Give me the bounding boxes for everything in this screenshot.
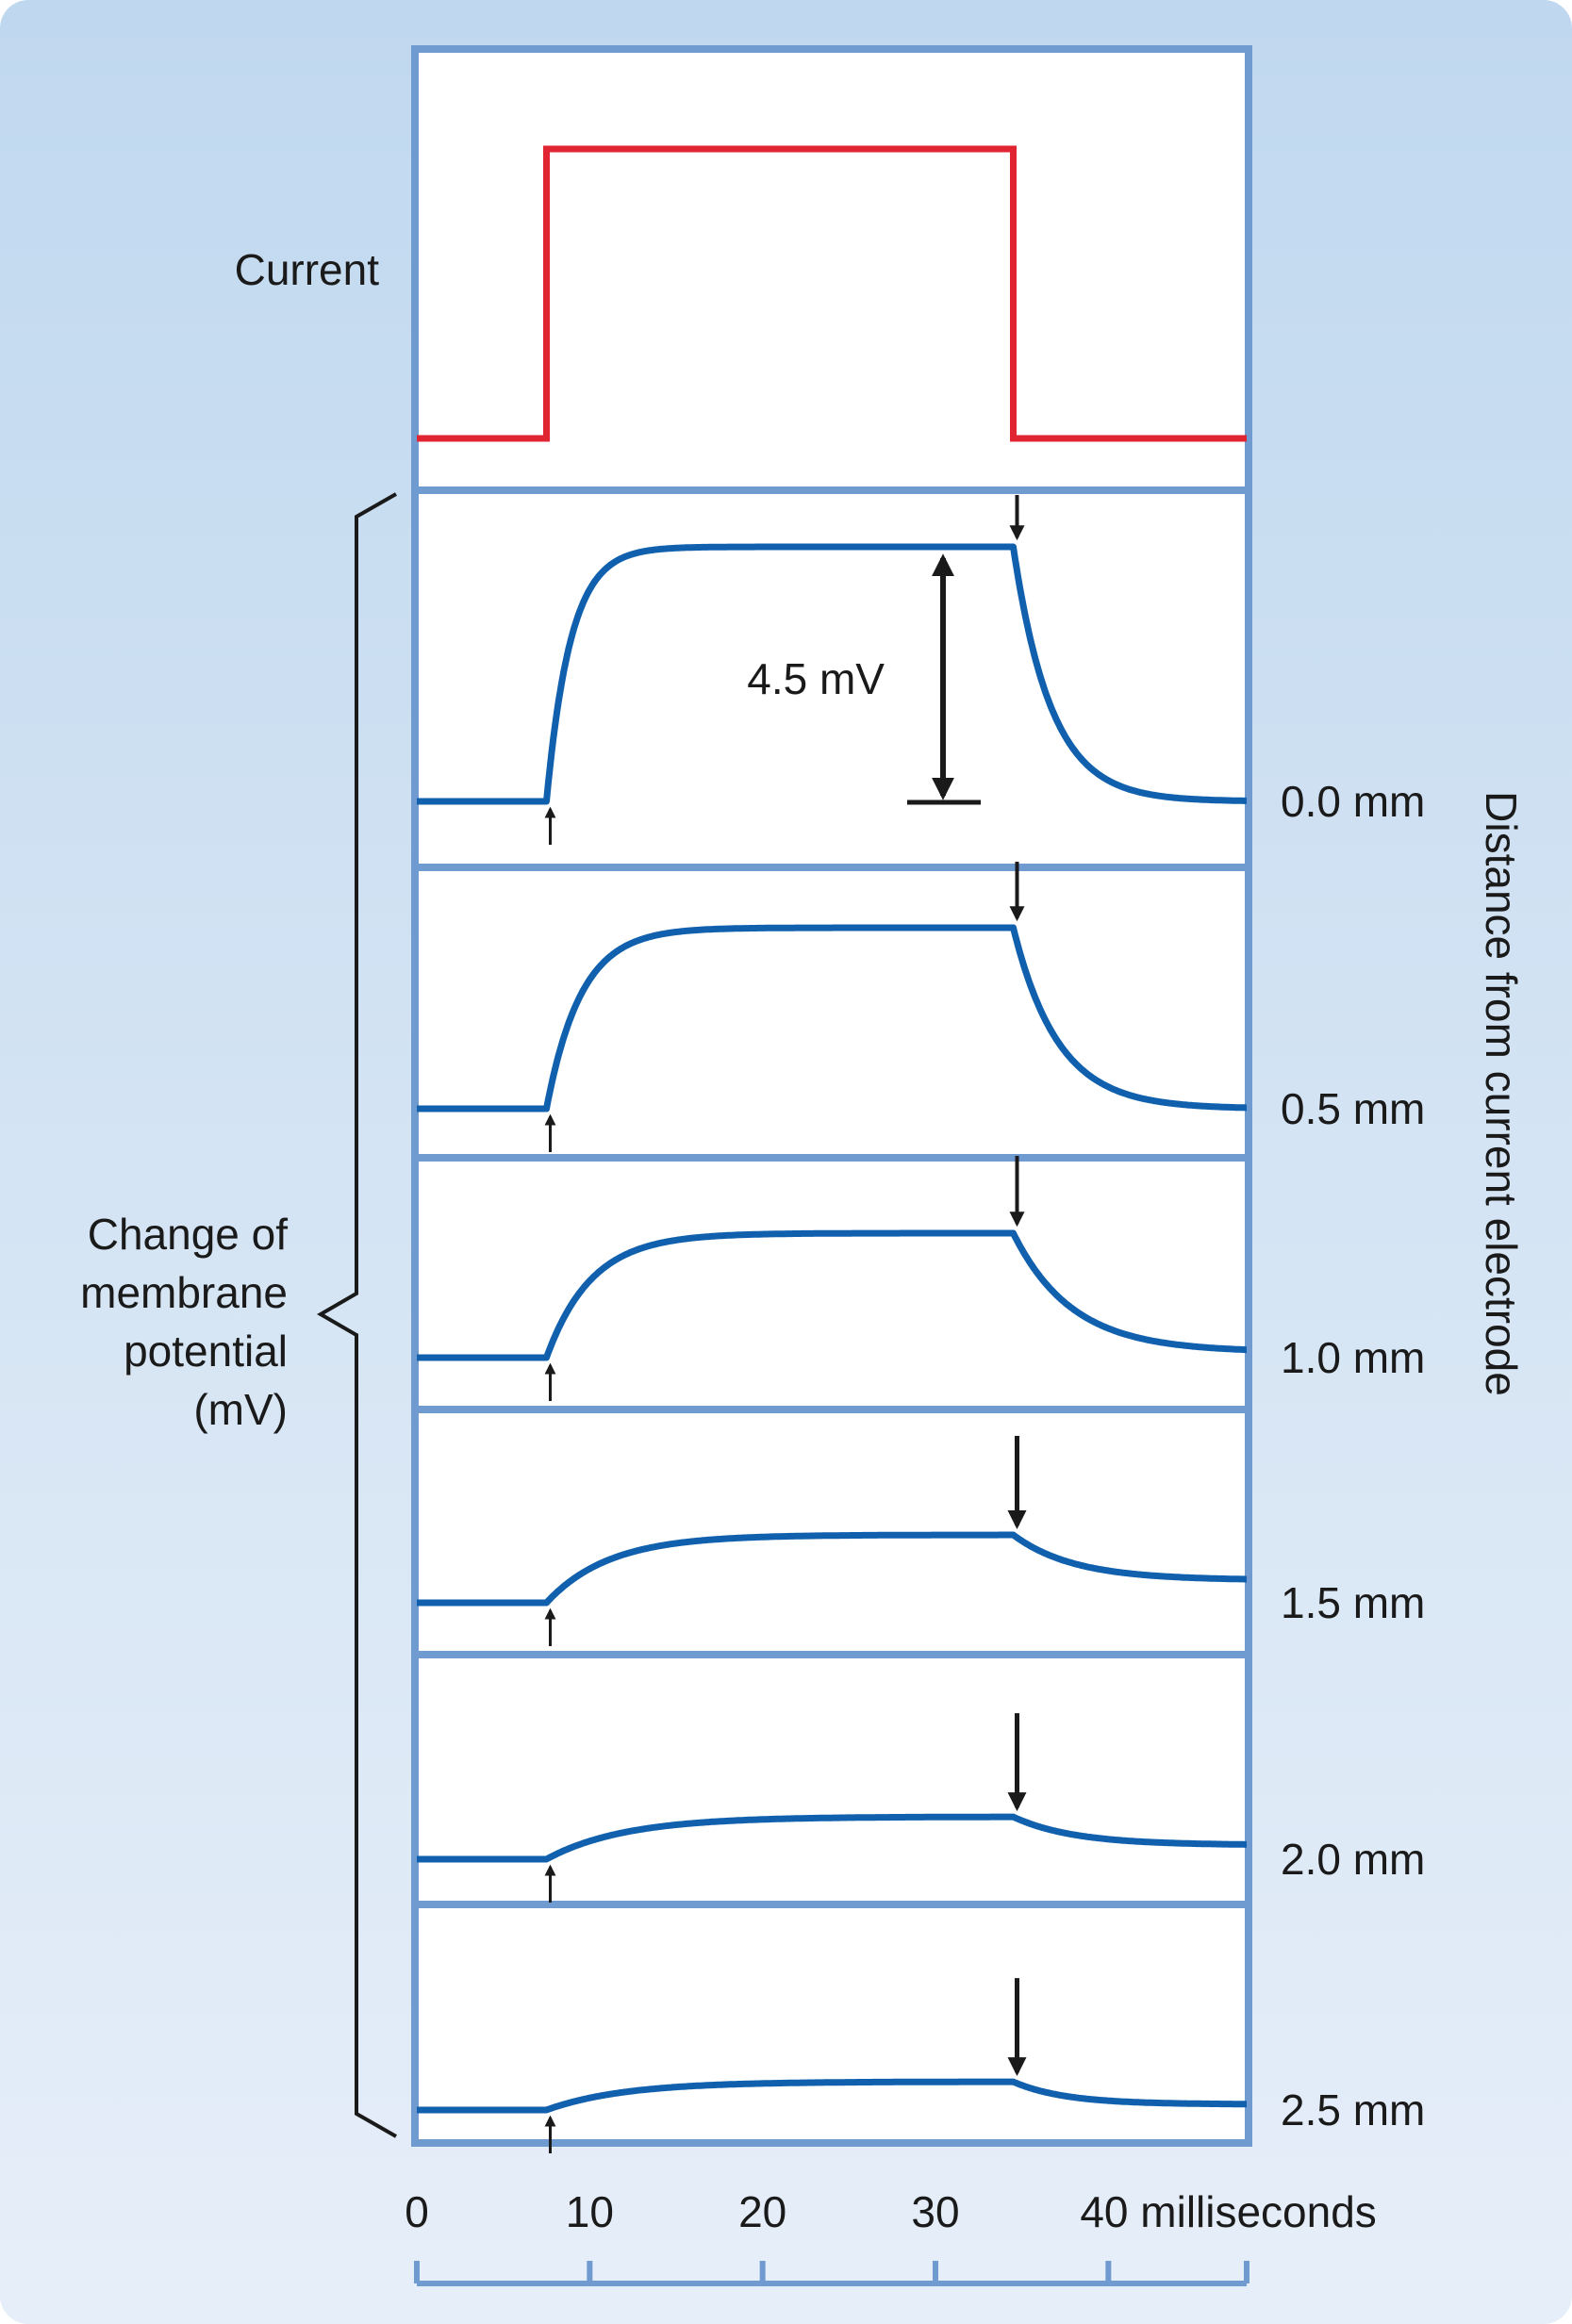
x-tick-label-2: 20 bbox=[738, 2187, 786, 2236]
potential-trace-3 bbox=[415, 1229, 1249, 1361]
potential-trace-1 bbox=[415, 543, 1249, 805]
distance-labels: 0.0 mm 0.5 mm 1.0 mm 1.5 mm 2.0 mm 2.5 mm bbox=[1281, 777, 1425, 2134]
panel-frame bbox=[411, 45, 1252, 2147]
x-tick-label-0: 0 bbox=[405, 2187, 429, 2236]
potential-trace-2 bbox=[415, 924, 1249, 1113]
current-label: Current bbox=[235, 245, 380, 294]
x-tick-label-4: 40 milliseconds bbox=[1080, 2187, 1376, 2236]
current-trace bbox=[417, 145, 1247, 442]
right-axis-label: Distance from current electrode bbox=[1477, 791, 1526, 1396]
brace bbox=[317, 492, 397, 2138]
x-tick-label-3: 30 bbox=[911, 2187, 959, 2236]
distance-label-2: 0.5 mm bbox=[1281, 1084, 1425, 1133]
distance-label-1: 0.0 mm bbox=[1281, 777, 1425, 826]
ylabel-line-2: membrane bbox=[80, 1268, 288, 1317]
potential-trace-6 bbox=[415, 2078, 1249, 2114]
potential-trace-4 bbox=[415, 1531, 1249, 1607]
distance-label-5: 2.0 mm bbox=[1281, 1835, 1425, 1884]
ylabel-line-1: Change of bbox=[88, 1210, 288, 1259]
distance-label-6: 2.5 mm bbox=[1281, 2085, 1425, 2134]
ylabel-line-4: (mV) bbox=[193, 1385, 288, 1434]
x-tick-label-1: 10 bbox=[566, 2187, 614, 2236]
panel-separators bbox=[417, 486, 1247, 1908]
ylabel: Change of membrane potential (mV) bbox=[80, 1210, 288, 1434]
potential-trace-5 bbox=[415, 1813, 1249, 1863]
distance-label-4: 1.5 mm bbox=[1281, 1578, 1425, 1627]
scale-bar: 4.5 mV bbox=[747, 553, 981, 805]
scale-bar-label: 4.5 mV bbox=[747, 654, 885, 703]
distance-label-3: 1.0 mm bbox=[1281, 1333, 1425, 1382]
ylabel-line-3: potential bbox=[124, 1327, 288, 1376]
trace-layer bbox=[415, 145, 1249, 2114]
x-axis: 0 10 20 30 40 milliseconds bbox=[405, 2187, 1377, 2286]
arrow-layer bbox=[544, 495, 1027, 2153]
